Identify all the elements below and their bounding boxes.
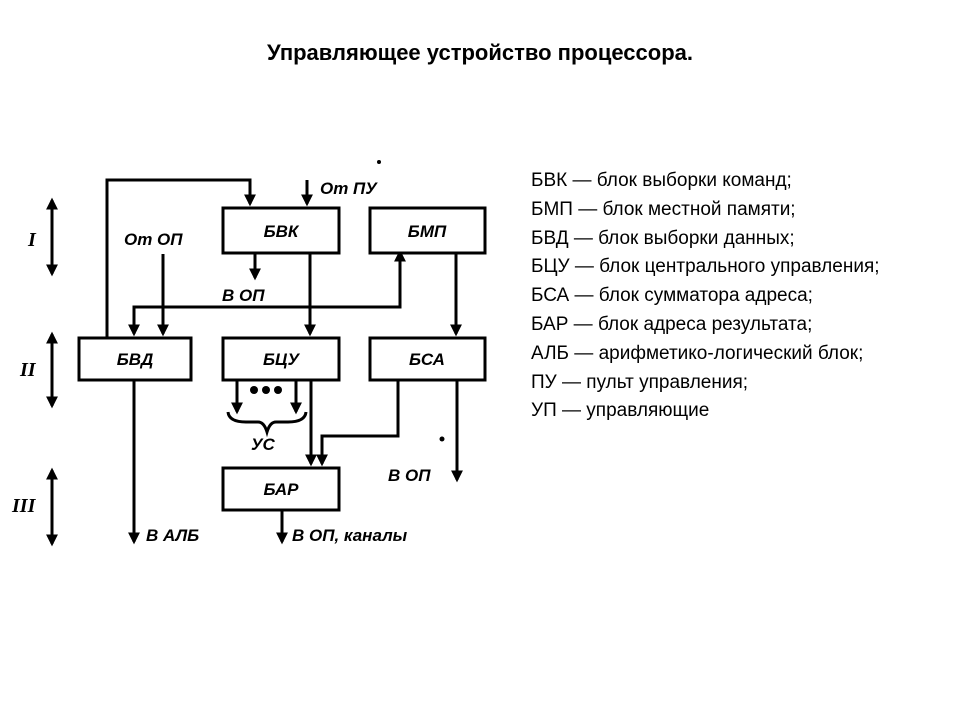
legend-item-alb: АЛБ — арифметико-логический блок;: [531, 342, 864, 364]
label-v-op-right: В ОП: [388, 466, 431, 485]
legend-item-bvd: БВД — блок выборки данных;: [531, 227, 795, 249]
bvd-bmp-bus: [128, 249, 406, 337]
signal-labels: От ПУ От ОП В ОП УС В ОП В АЛБ В ОП, кан…: [124, 179, 431, 545]
legend-list: БВК — блок выборки команд; БМП — блок ме…: [531, 167, 880, 426]
block-bcu-label: БЦУ: [263, 350, 300, 369]
label-v-alb: В АЛБ: [146, 526, 199, 545]
legend-item-bcu: БЦУ — блок центрального управления;: [531, 256, 880, 278]
legend-item-up: УП — управляющие: [531, 400, 710, 422]
slide-title: Управляющее устройство процессора.: [266, 40, 693, 65]
label-v-op-kanaly: В ОП, каналы: [292, 526, 408, 545]
label-us: УС: [251, 435, 276, 454]
bvd-to-bvk-line: [105, 178, 256, 338]
connections: [105, 160, 463, 545]
block-bcu: БЦУ: [221, 336, 341, 382]
dot-mark-top: [377, 160, 381, 164]
bsa-to-bar-arrow: [316, 380, 400, 467]
block-bvk: БВК: [221, 206, 341, 255]
us-dot-1: [250, 386, 258, 394]
legend-item-bar: БАР — блок адреса результата;: [531, 313, 813, 335]
block-bvd: БВД: [77, 336, 193, 382]
block-bmp-label: БМП: [408, 222, 447, 241]
level-indicators: I II III: [11, 197, 58, 547]
block-bar-label: БАР: [263, 480, 299, 499]
legend-item-bvk: БВК — блок выборки команд;: [531, 170, 792, 191]
us-dot-3: [274, 386, 282, 394]
label-ot-pu: От ПУ: [320, 179, 378, 198]
block-bsa-label: БСА: [409, 350, 445, 369]
block-bar: БАР: [221, 466, 341, 512]
level-1-label: I: [27, 229, 37, 251]
label-ot-op: От ОП: [124, 230, 183, 249]
block-bsa: БСА: [368, 336, 487, 382]
legend-item-bsa: БСА — блок сумматора адреса;: [531, 285, 813, 307]
control-unit-diagram: I II III: [11, 160, 487, 547]
block-bvk-label: БВК: [264, 222, 300, 241]
legend-item-pu: ПУ — пульт управления;: [531, 371, 749, 393]
dot-mark: [439, 436, 445, 442]
label-v-op-upper: В ОП: [222, 286, 265, 305]
us-dot-2: [262, 386, 270, 394]
level-2-label: II: [19, 359, 37, 381]
level-3-label: III: [11, 495, 37, 517]
block-bvd-label: БВД: [117, 350, 154, 369]
us-brace: [226, 411, 308, 438]
legend-item-bmp: БМП — блок местной памяти;: [531, 198, 796, 220]
block-bmp: БМП: [368, 206, 487, 255]
